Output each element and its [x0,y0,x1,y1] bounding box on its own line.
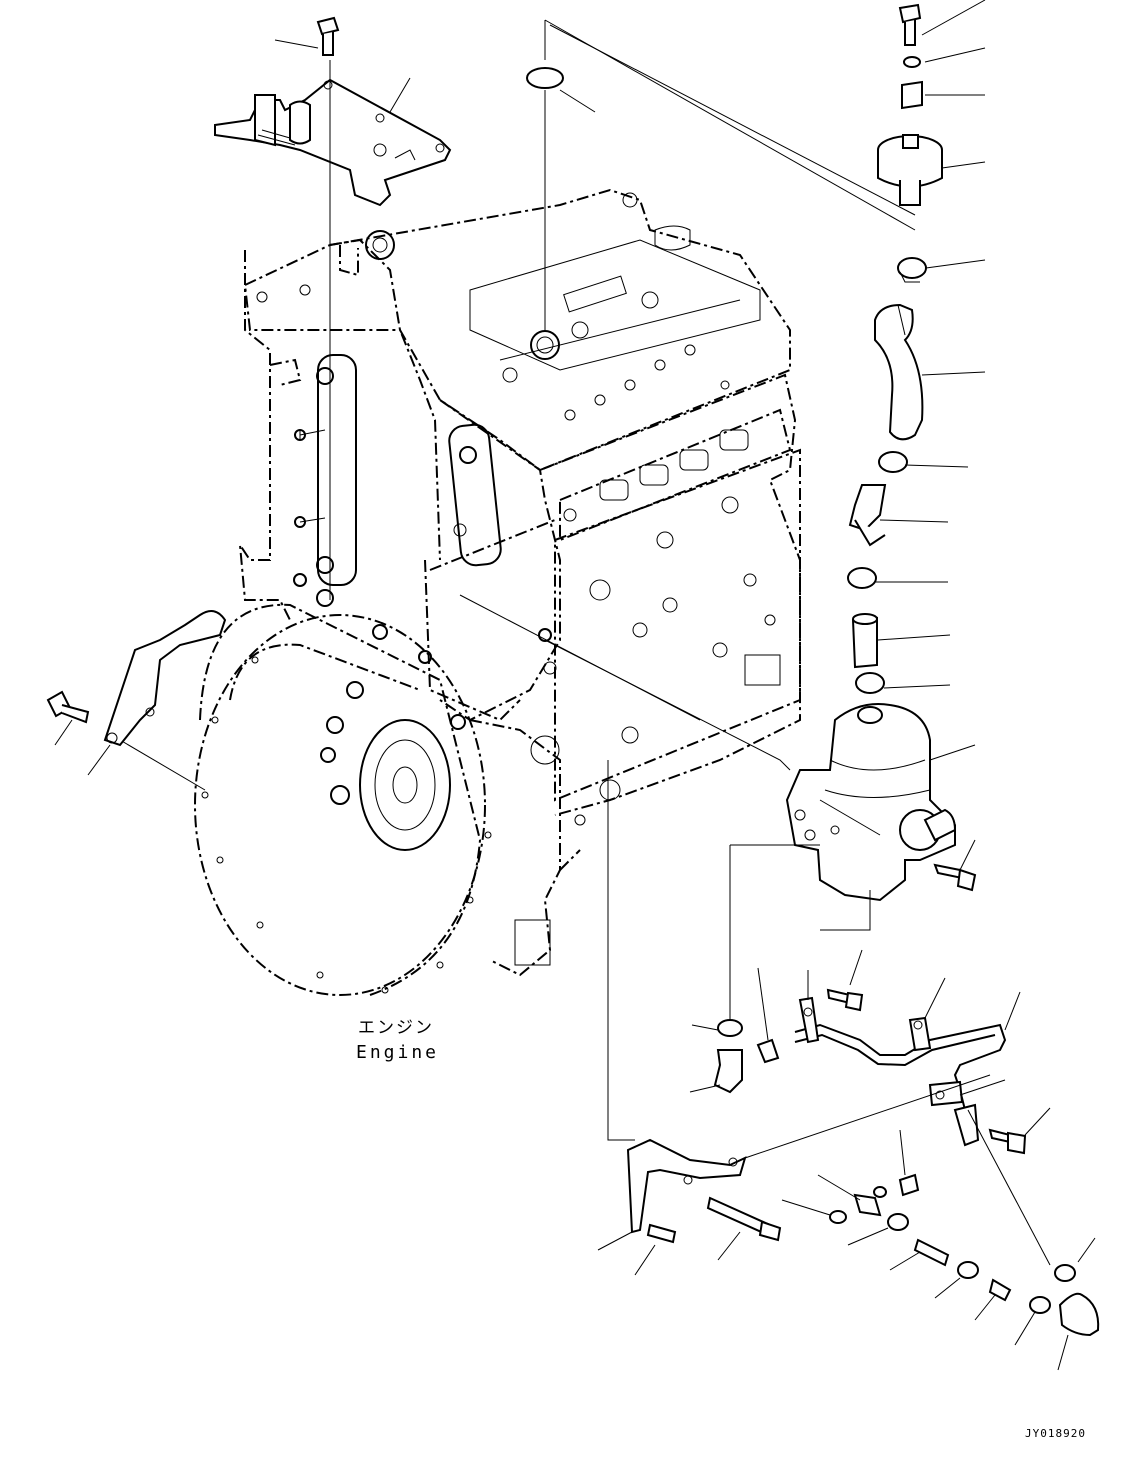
housing-bolt [294,429,326,441]
left-bolt [46,690,90,724]
engine-assembly [194,188,801,996]
housing-bolt [294,516,326,528]
fuel-pipe-assembly [626,988,1100,1337]
drawing-code: JY018920 [1025,1427,1086,1440]
engine-label-en: Engine [356,1042,439,1063]
fuel-filter-stack [785,3,977,905]
plug-cap [526,67,564,89]
engine-label-jp: エンジン [358,1018,434,1038]
top-bolt [316,16,340,56]
engine-top-bracket [214,78,452,207]
left-bracket [103,610,227,747]
